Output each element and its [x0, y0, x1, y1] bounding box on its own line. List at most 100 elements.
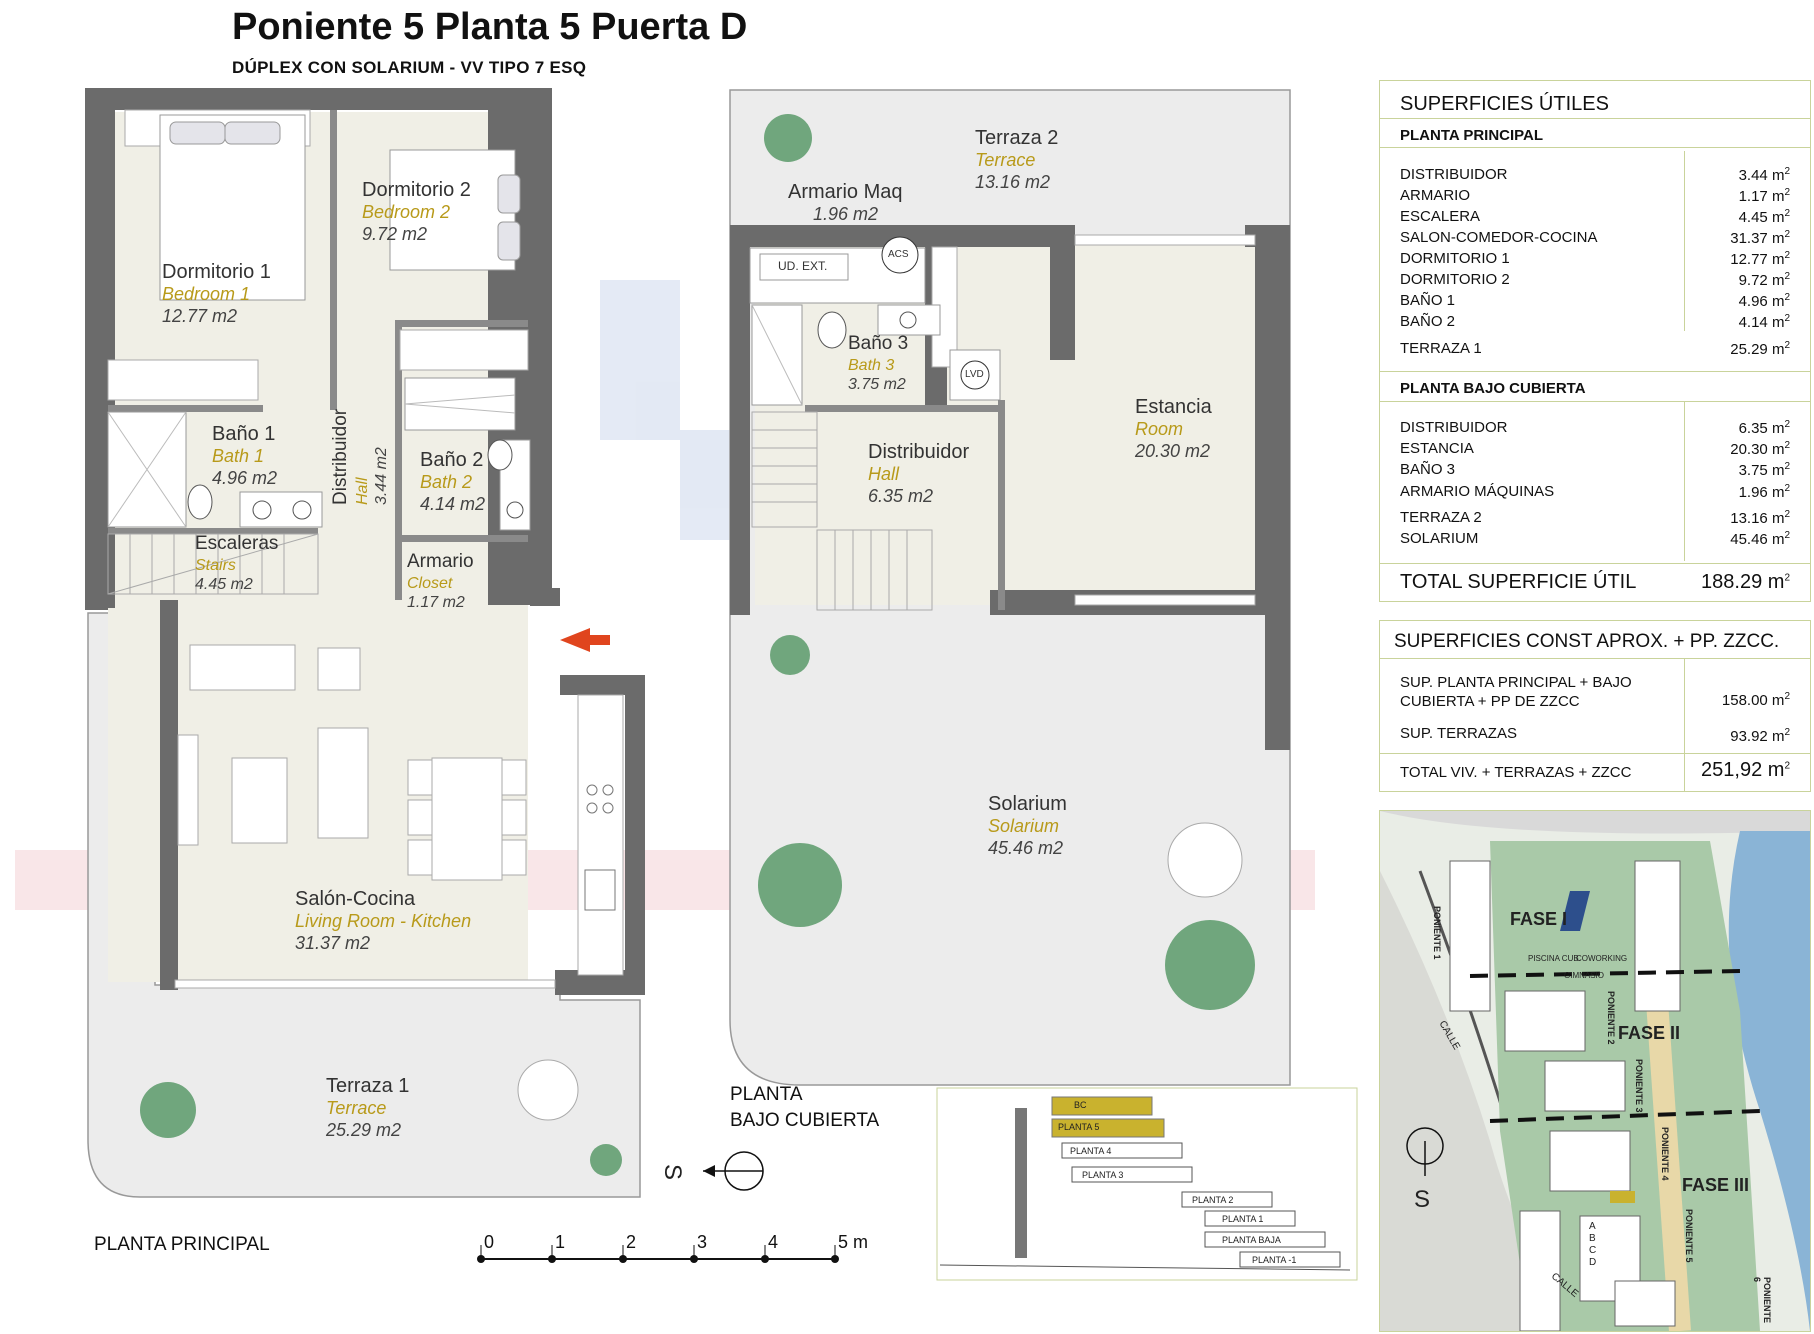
poniente-2-label: PONIENTE 2: [1606, 991, 1616, 1045]
room-area: 9.72 m2: [362, 223, 428, 244]
row-value: 3.44 m2: [1738, 166, 1790, 184]
room-name-en: Bath 1: [212, 446, 265, 466]
row-value: 4.14 m2: [1738, 313, 1790, 331]
room-name: Armario: [407, 551, 474, 572]
room-terraza-1: Terraza 1 Terrace 25.29 m2: [326, 1074, 409, 1141]
fase-1-label: FASE I: [1510, 909, 1568, 929]
room-area: 4.14 m2: [420, 493, 486, 514]
row-label: TERRAZA 2: [1400, 509, 1482, 526]
room-estancia: Estancia Room 20.30 m2: [1135, 395, 1212, 462]
room-area: 6.35 m2: [868, 485, 934, 506]
superficies-utiles-table: SUPERFICIES ÚTILES PLANTA PRINCIPAL DIST…: [1379, 80, 1811, 602]
poniente-3-label: PONIENTE 3: [1634, 1059, 1644, 1113]
room-name: Armario Maq: [788, 181, 903, 203]
room-name-en: Bedroom 1: [162, 284, 251, 304]
section-label: PLANTA BAJA: [1222, 1235, 1281, 1245]
room-area: 13.16 m2: [975, 171, 1051, 192]
section-label: PLANTA -1: [1252, 1255, 1297, 1265]
room-armario-maq: Armario Maq 1.96 m2: [788, 180, 902, 226]
row-label: ARMARIO: [1400, 187, 1471, 204]
row-label: SOLARIUM: [1400, 530, 1479, 547]
row-value: 93.92 m2: [1730, 727, 1790, 745]
room-area: 45.46 m2: [988, 837, 1064, 858]
room-distribuidor-bc: Distribuidor Hall 6.35 m2: [868, 440, 969, 507]
site-plan: FASE I FASE II FASE III S PONIENTE 1 PON…: [1379, 810, 1811, 1332]
row-value: 45.46 m2: [1730, 530, 1790, 548]
plan-bajo-cubierta-label-2: BAJO CUBIERTA: [730, 1110, 880, 1131]
poniente-6-label: PONIENTE 6: [1752, 1277, 1772, 1324]
section-label: PLANTA 2: [1192, 1195, 1234, 1205]
entrance-arrow-icon: [560, 628, 590, 652]
room-name: Salón-Cocina: [295, 888, 416, 910]
room-name-en: Terrace: [326, 1098, 387, 1118]
room-name-en: Bedroom 2: [362, 202, 451, 222]
lvd-label: LVD: [965, 369, 984, 380]
row-label: ARMARIO MÁQUINAS: [1400, 483, 1555, 500]
room-name-en: Hall: [353, 477, 371, 505]
room-area: 1.17 m2: [407, 593, 465, 611]
compass-icon: [703, 1151, 764, 1191]
poniente-4-label: PONIENTE 4: [1660, 1127, 1670, 1181]
table-header: SUPERFICIES ÚTILES: [1400, 93, 1609, 115]
room-name: Baño 3: [848, 333, 909, 354]
scale-tick: 5 m: [838, 1232, 869, 1252]
row-value: 31.37 m2: [1730, 229, 1790, 247]
room-name-en: Closet: [407, 574, 453, 592]
room-escaleras: Escaleras Stairs 4.45 m2: [195, 533, 278, 594]
row-label: BAÑO 3: [1400, 461, 1456, 478]
row-label: DISTRIBUIDOR: [1400, 419, 1508, 436]
room-name-en: Living Room - Kitchen: [295, 911, 472, 931]
row-label: DISTRIBUIDOR: [1400, 166, 1508, 183]
room-name: Distribuidor: [330, 408, 351, 505]
scale-tick: 0: [484, 1232, 495, 1252]
section-label: PLANTA 4: [1070, 1146, 1112, 1156]
superficies-const-table: SUPERFICIES CONST APROX. + PP. ZZCC. SUP…: [1379, 620, 1811, 792]
room-name: Dormitorio 2: [362, 179, 471, 201]
room-name: Dormitorio 1: [162, 261, 271, 283]
section-label: PLANTA 1: [1222, 1214, 1264, 1224]
room-name: Solarium: [988, 793, 1067, 815]
room-name: Terraza 1: [326, 1075, 410, 1097]
room-name: Estancia: [1135, 396, 1212, 418]
room-area: 25.29 m2: [326, 1119, 402, 1140]
row-value: 1.17 m2: [1738, 187, 1790, 205]
row-value: 13.16 m2: [1730, 509, 1790, 527]
room-name-en: Stairs: [195, 556, 236, 574]
page-subtitle: DÚPLEX CON SOLARIUM - VV TIPO 7 ESQ: [232, 58, 587, 77]
room-name-en: Room: [1135, 419, 1184, 439]
total-label: TOTAL VIV. + TERRAZAS + ZZCC: [1400, 764, 1632, 781]
row-value: 9.72 m2: [1738, 271, 1790, 289]
total-label: TOTAL SUPERFICIE ÚTIL: [1400, 571, 1637, 593]
compass-label: S: [659, 1163, 687, 1181]
row-value: 20.30 m2: [1730, 440, 1790, 458]
room-area: 4.45 m2: [195, 575, 253, 593]
planta-principal-drawing: [85, 88, 645, 1198]
room-salon-cocina: Salón-Cocina Living Room - Kitchen 31.37…: [295, 887, 471, 954]
planta-bajo-cubierta-drawing: [729, 89, 1291, 1086]
room-bano-3: Baño 3 Bath 3 3.75 m2: [848, 333, 908, 394]
site-compass-label: S: [1414, 1186, 1431, 1213]
room-bano-1: Baño 1 Bath 1 4.96 m2: [212, 422, 277, 489]
poniente-1-label: PONIENTE 1: [1432, 906, 1442, 960]
room-area: 3.75 m2: [848, 375, 906, 393]
room-name: Baño 2: [420, 449, 484, 471]
fase-2-label: FASE II: [1618, 1023, 1681, 1043]
row-value: 158.00 m2: [1721, 691, 1790, 709]
row-label: BAÑO 1: [1400, 292, 1456, 309]
room-dormitorio-1: Dormitorio 1 Bedroom 1 12.77 m2: [162, 260, 271, 327]
room-name: Terraza 2: [975, 127, 1059, 149]
room-bano-2: Baño 2 Bath 2 4.14 m2: [420, 448, 485, 515]
scale-tick: 2: [626, 1232, 637, 1252]
scale-tick: 1: [555, 1232, 566, 1252]
room-name: Distribuidor: [868, 441, 970, 463]
building-section: [936, 1087, 1358, 1281]
room-name-en: Bath 3: [848, 356, 895, 374]
section-label: BC: [1074, 1100, 1087, 1110]
ud-ext-label: UD. EXT.: [778, 259, 828, 273]
room-name-en: Hall: [868, 464, 900, 484]
room-name: Baño 1: [212, 423, 276, 445]
row-value: 3.75 m2: [1738, 461, 1790, 479]
section-label: PLANTA 3: [1082, 1170, 1124, 1180]
site-plan-drawing: [1380, 811, 1810, 1331]
piscina-label: PISCINA CUB.: [1528, 954, 1581, 963]
